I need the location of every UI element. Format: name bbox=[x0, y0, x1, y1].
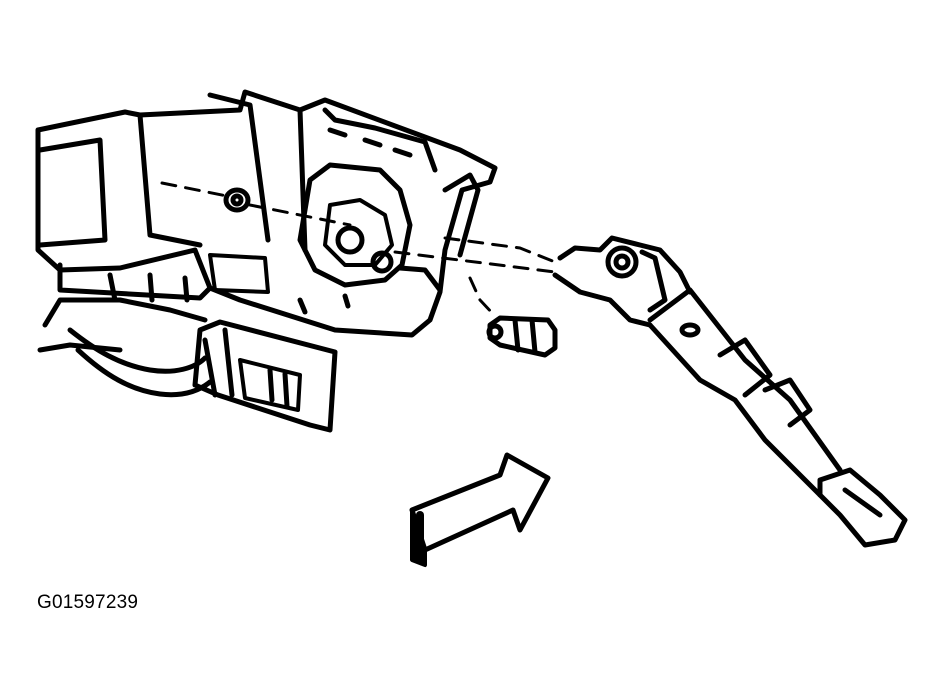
retaining-bolt bbox=[486, 315, 558, 358]
figure-id: G01597239 bbox=[37, 592, 139, 613]
intermediate-shaft bbox=[552, 235, 908, 548]
column-housing bbox=[35, 89, 498, 353]
wiring-harness bbox=[67, 319, 338, 433]
front-arrow bbox=[409, 452, 551, 567]
alignment-lines bbox=[160, 181, 557, 318]
